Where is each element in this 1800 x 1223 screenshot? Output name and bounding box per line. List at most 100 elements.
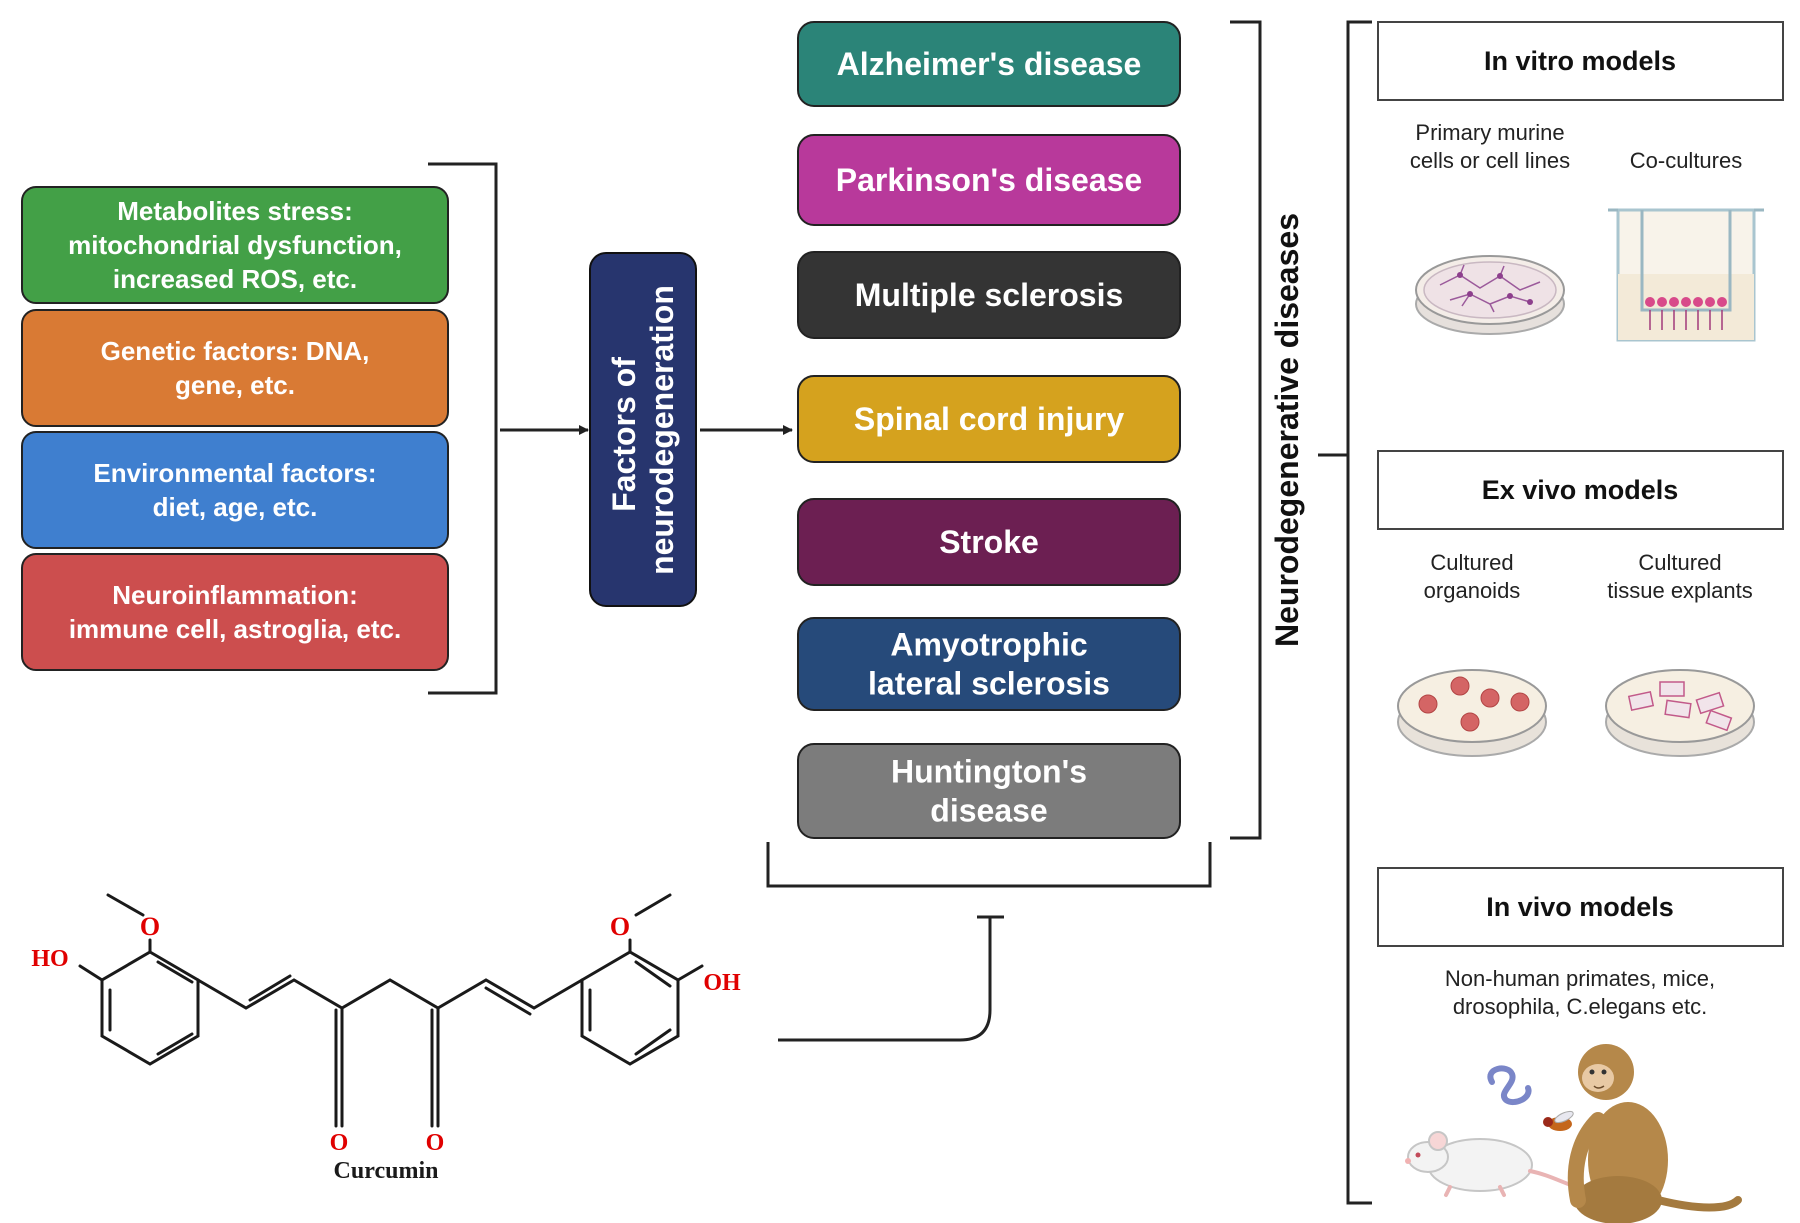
box-label-line: Amyotrophic — [890, 627, 1087, 663]
animal-models-icon — [1405, 1044, 1742, 1223]
model-title: In vivo models — [1486, 892, 1674, 922]
disease-box: Stroke — [797, 498, 1181, 586]
box-label-line: mitochondrial dysfunction, — [68, 230, 402, 260]
factors-bracket — [428, 162, 498, 695]
curcumin-atom-labels: O HO O O O OH Curcumin — [31, 912, 741, 1184]
petri-dish-neurons-icon — [1415, 255, 1565, 335]
factor-box-bg — [21, 186, 449, 304]
box-label: Neuroinflammation: immune cell, astroglia… — [69, 580, 401, 644]
model-title: In vitro models — [1484, 46, 1676, 76]
center-label-line-2: neurodegeneration — [644, 285, 680, 575]
box-label: Genetic factors: DNA, gene, etc. — [101, 336, 370, 400]
box-label-line: gene, etc. — [175, 370, 295, 400]
curcumin-structure — [78, 893, 704, 1128]
box-label-line: organoids — [1424, 578, 1521, 603]
box-label-line: Genetic factors: DNA, — [101, 336, 370, 366]
atom-ho: HO — [31, 946, 68, 972]
disease-box-bg — [797, 251, 1181, 339]
box-label-line: Environmental factors: — [93, 458, 376, 488]
disease-box: Alzheimer's disease — [797, 21, 1181, 107]
factor-box-bg — [21, 309, 449, 427]
model-title-box — [1377, 867, 1784, 947]
atom-o-keto-left: O — [330, 1130, 349, 1156]
factors-of-neurodegeneration-box: Factors of neurodegeneration — [589, 252, 697, 607]
box-label-line: Spinal cord injury — [854, 401, 1124, 437]
box-label-line: Neuroinflammation: — [112, 580, 358, 610]
disease-box-bg — [797, 134, 1181, 226]
model-title: Ex vivo models — [1482, 475, 1679, 505]
center-label-line-1: Factors of — [606, 357, 642, 512]
box-label-line: Non-human primates, mice, — [1445, 966, 1715, 991]
disease-box: Multiple sclerosis — [797, 251, 1181, 339]
model-title-box — [1377, 450, 1784, 530]
disease-box-bg — [797, 743, 1181, 839]
diseases-bottom-bracket — [766, 842, 1212, 888]
box-label-line: Parkinson's disease — [836, 162, 1142, 198]
atom-o-methoxy-right: O — [610, 912, 630, 941]
box-label-line: drosophila, C.elegans etc. — [1453, 994, 1707, 1019]
box-label-line: Stroke — [939, 524, 1039, 560]
box-label: Parkinson's disease — [836, 162, 1142, 198]
box-label: Environmental factors: diet, age, etc. — [93, 458, 376, 522]
disease-box-bg — [797, 498, 1181, 586]
box-label-line: lateral sclerosis — [868, 666, 1110, 702]
disease-box: Parkinson's disease — [797, 134, 1181, 226]
box-label-line: Cultured — [1430, 550, 1513, 575]
box-label-line: Huntington's — [891, 754, 1087, 790]
disease-box-bg — [797, 617, 1181, 711]
box-label: Primary murine cells or cell lines — [1410, 120, 1570, 173]
factor-box: Environmental factors: diet, age, etc. — [21, 431, 449, 549]
model-title-box — [1377, 21, 1784, 101]
box-label: Co-cultures — [1630, 148, 1742, 173]
box-label-line: Multiple sclerosis — [855, 277, 1124, 313]
curcumin-label: Curcumin — [334, 1158, 439, 1184]
factor-list: Metabolites stress: mitochondrial dysfunc… — [21, 186, 449, 671]
box-label: Multiple sclerosis — [855, 277, 1124, 313]
factor-box-bg — [21, 553, 449, 671]
box-label-line: Primary murine — [1415, 120, 1564, 145]
atom-o-methoxy-left: O — [140, 912, 160, 941]
petri-dish-explants-icon — [1605, 669, 1755, 757]
box-label-line: tissue explants — [1607, 578, 1753, 603]
disease-box-bg — [797, 21, 1181, 107]
box-label: Non-human primates, mice, drosophila, C.e… — [1445, 966, 1715, 1019]
factor-box: Neuroinflammation: immune cell, astroglia… — [21, 553, 449, 671]
box-label-line: Co-cultures — [1630, 148, 1742, 173]
center-label: Factors of neurodegeneration — [606, 285, 680, 575]
box-label-line: Metabolites stress: — [117, 196, 353, 226]
box-label-line: cells or cell lines — [1410, 148, 1570, 173]
diseases-bracket — [1230, 20, 1262, 840]
group-label: Neurodegenerative diseases — [1269, 213, 1305, 647]
box-label-line: Alzheimer's disease — [837, 46, 1142, 82]
box-label: Cultured tissue explants — [1607, 550, 1753, 603]
models-bracket — [1346, 20, 1372, 1205]
box-label-line: Cultured — [1638, 550, 1721, 575]
factor-box-bg — [21, 431, 449, 549]
disease-box-bg — [797, 375, 1181, 463]
box-label: Spinal cord injury — [854, 401, 1124, 437]
curcumin-connector — [778, 915, 1004, 1042]
petri-dish-organoids-icon — [1397, 669, 1547, 757]
box-label-line: diet, age, etc. — [153, 492, 318, 522]
box-label-line: disease — [930, 793, 1047, 829]
box-label-line: immune cell, astroglia, etc. — [69, 614, 401, 644]
atom-o-keto-right: O — [426, 1130, 445, 1156]
box-label: Alzheimer's disease — [837, 46, 1142, 82]
disease-box: Spinal cord injury — [797, 375, 1181, 463]
box-label-line: increased ROS, etc. — [113, 264, 357, 294]
factor-box: Genetic factors: DNA, gene, etc. — [21, 309, 449, 427]
atom-oh: OH — [703, 970, 741, 996]
transwell-coculture-icon — [1608, 208, 1764, 342]
box-label: Stroke — [939, 524, 1039, 560]
factor-box: Metabolites stress: mitochondrial dysfunc… — [21, 186, 449, 304]
